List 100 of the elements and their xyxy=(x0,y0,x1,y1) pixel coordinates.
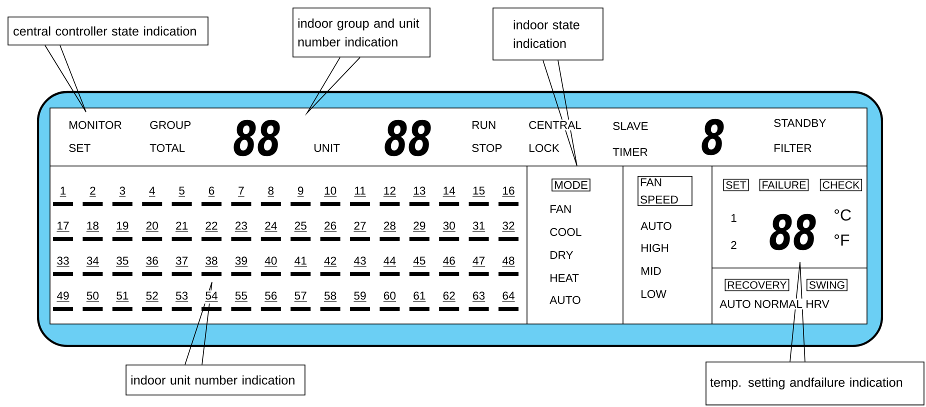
unit-number-indicator: 56 xyxy=(260,290,281,311)
unit-number-indicator: 14 xyxy=(439,185,460,206)
indicator-label: STOP xyxy=(470,142,504,154)
unit-number-indicator: 59 xyxy=(350,290,370,311)
indicator-label: SLAVE xyxy=(611,120,650,132)
unit-number-indicator: 38 xyxy=(202,255,222,276)
unit-number-indicator: 32 xyxy=(498,220,518,241)
indicator-label: AUTO xyxy=(639,220,674,232)
unit-number-indicator: 47 xyxy=(468,255,489,276)
leader-line xyxy=(304,57,360,116)
unit-number-indicator: 3 xyxy=(112,185,132,206)
unit-number-indicator: 45 xyxy=(409,255,430,276)
unit-number-indicator: 55 xyxy=(231,290,252,311)
unit-number-indicator: 29 xyxy=(409,220,430,241)
callout-box: indoor group and unit number indication xyxy=(292,8,430,58)
unit-number-indicator: 37 xyxy=(172,255,192,276)
unit-number-indicator: 63 xyxy=(468,290,489,311)
unit-number-indicator: 4 xyxy=(142,185,162,206)
unit-number-indicator: 5 xyxy=(172,185,192,206)
unit-number-indicator: 15 xyxy=(468,185,489,206)
unit-number-indicator: 21 xyxy=(172,220,192,241)
indicator-label: CENTRAL xyxy=(527,120,583,130)
unit-number-indicator: 62 xyxy=(439,290,460,311)
leader-line xyxy=(790,262,806,362)
indicator-label: TOTAL xyxy=(148,142,186,154)
unit-symbol: °C xyxy=(832,208,853,222)
unit-number-indicator: 31 xyxy=(468,220,489,241)
indicator-label: GROUP xyxy=(148,120,192,130)
unit-number-indicator: 54 xyxy=(202,290,222,311)
indicator-label: MONITOR xyxy=(67,120,124,130)
segment-digits: 88 xyxy=(384,120,431,156)
indicator-box: RECOVERY xyxy=(724,278,790,292)
unit-number-indicator: 35 xyxy=(112,255,132,276)
callout-box: temp. setting andfailure indication xyxy=(706,362,924,406)
unit-number-indicator: 44 xyxy=(380,255,400,276)
unit-number-indicator: 46 xyxy=(439,255,460,276)
indicator-label: UNIT xyxy=(312,142,342,154)
unit-number-indicator: 8 xyxy=(260,185,281,206)
unit-number-indicator: 33 xyxy=(53,255,74,276)
unit-number-indicator: 48 xyxy=(498,255,518,276)
indicator-box: MODE xyxy=(552,178,590,192)
unit-number-indicator: 16 xyxy=(498,185,518,206)
unit-symbol: °F xyxy=(832,233,852,247)
unit-number-indicator: 43 xyxy=(350,255,370,276)
leader-line xyxy=(184,282,212,365)
indicator-box: FAILURE xyxy=(759,178,809,192)
unit-number-indicator: 19 xyxy=(112,220,132,241)
unit-number-indicator: 28 xyxy=(380,220,400,241)
unit-number-indicator: 2 xyxy=(82,185,103,206)
indicator-label: AUTO xyxy=(548,294,582,306)
callout-box: central controller state indication xyxy=(8,16,208,46)
unit-number-indicator: 27 xyxy=(350,220,370,241)
unit-number-indicator: 6 xyxy=(202,185,222,206)
unit-number-indicator: 9 xyxy=(290,185,311,206)
indicator-label: STANDBY xyxy=(772,118,828,128)
unit-number-indicator: 20 xyxy=(142,220,162,241)
unit-number-indicator: 60 xyxy=(380,290,400,311)
unit-number-indicator: 58 xyxy=(320,290,340,311)
unit-number-indicator: 50 xyxy=(82,290,103,311)
unit-number-indicator: 57 xyxy=(290,290,311,311)
unit-number-indicator: 18 xyxy=(82,220,103,241)
unit-number-indicator: 10 xyxy=(320,185,340,206)
unit-number-indicator: 17 xyxy=(53,220,74,241)
indicator-box: SWING xyxy=(806,278,848,292)
unit-number-indicator: 49 xyxy=(53,290,74,311)
segment-digits: 88 xyxy=(770,214,816,250)
callout-box: indoor state indication xyxy=(492,8,604,60)
indicator-label: RUN xyxy=(470,120,498,130)
unit-number-indicator: 61 xyxy=(409,290,430,311)
indicator-label: SET xyxy=(67,142,92,154)
indicator-label: LOW xyxy=(639,288,668,300)
indicator-label: COOL xyxy=(548,226,584,238)
callout-box: indoor unit number indication xyxy=(126,364,306,396)
indicator-label: LOCK xyxy=(527,142,561,154)
unit-number-indicator: 26 xyxy=(320,220,340,241)
segment-digits: 88 xyxy=(234,120,280,156)
unit-number-indicator: 51 xyxy=(112,290,132,311)
unit-number-indicator: 24 xyxy=(260,220,281,241)
indicator-box: FAN SPEED xyxy=(638,176,692,206)
unit-number-indicator: 36 xyxy=(142,255,162,276)
unit-number-indicator: 53 xyxy=(172,290,192,311)
unit-number-indicator: 42 xyxy=(320,255,340,276)
leader-line xyxy=(542,60,578,166)
segment-digits: 8 xyxy=(702,118,724,156)
unit-number-indicator: 39 xyxy=(231,255,252,276)
unit-number-indicator: 64 xyxy=(498,290,518,311)
unit-number-indicator: 13 xyxy=(409,185,430,206)
unit-number-indicator: 40 xyxy=(260,255,281,276)
unit-number-indicator: 52 xyxy=(142,290,162,311)
unit-number-indicator: 11 xyxy=(350,185,370,206)
unit-number-indicator: 41 xyxy=(290,255,311,276)
indicator-box: SET xyxy=(723,178,749,192)
unit-number-indicator: 30 xyxy=(439,220,460,241)
unit-number-indicator: 1 xyxy=(53,185,74,206)
unit-number-indicator: 23 xyxy=(231,220,252,241)
unit-number-indicator: 22 xyxy=(202,220,222,241)
leader-line xyxy=(44,45,86,112)
unit-number-indicator: 25 xyxy=(290,220,311,241)
indicator-label: HIGH xyxy=(639,242,670,254)
indicator-box: CHECK xyxy=(820,178,862,192)
